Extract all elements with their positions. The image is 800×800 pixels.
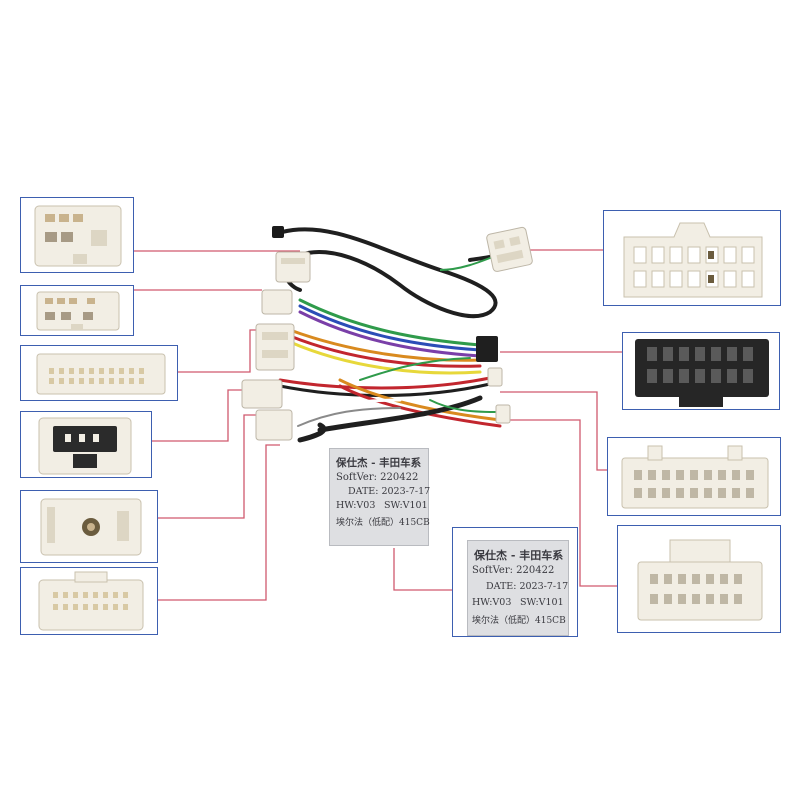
module-hw: HW:V03	[336, 500, 376, 511]
connector-illustration	[36, 291, 120, 331]
leader-line-right-3	[500, 391, 607, 471]
zoom-hw: HW:V03	[472, 597, 512, 608]
module-model: 埃尔法（低配）415CB	[336, 518, 430, 528]
leader-line-left-4	[152, 389, 246, 442]
connector-illustration	[637, 539, 763, 621]
white-plug-right-1	[487, 367, 503, 387]
white-plug-4	[241, 379, 283, 409]
black-plug-right	[476, 336, 498, 362]
left-connector-4	[20, 411, 152, 478]
connector-illustration	[38, 417, 132, 475]
connector-illustration	[621, 445, 769, 509]
left-connector-3	[20, 345, 178, 401]
leader-line-left-3	[178, 329, 266, 373]
black-cable	[280, 227, 502, 319]
white-plug-right-2	[495, 404, 511, 424]
white-plug-2	[261, 289, 293, 315]
obd-connector	[603, 210, 781, 306]
connector-illustration	[38, 571, 144, 631]
connector-illustration	[36, 353, 166, 395]
zoom-sw: SW:V101	[520, 597, 564, 608]
module-label-zoom: 保仕杰 - 丰田车系 SoftVer: 220422 DATE: 2023-7-…	[467, 540, 569, 636]
zoom-brand-line: 保仕杰 - 丰田车系	[474, 549, 564, 562]
module-brand-line: 保仕杰 - 丰田车系	[336, 457, 422, 469]
connector-illustration	[635, 339, 769, 407]
left-connector-2	[20, 285, 134, 336]
white-plug-5	[255, 409, 293, 441]
zoom-model: 埃尔法（低配）415CB	[472, 616, 566, 626]
connector-illustration	[623, 222, 763, 298]
left-connector-5	[20, 490, 158, 563]
module-label-callout: 保仕杰 - 丰田车系 SoftVer: 220422 DATE: 2023-7-…	[452, 527, 578, 637]
leader-lines	[134, 249, 622, 601]
left-connector-1	[20, 197, 134, 273]
module-date: DATE: 2023-7-17	[348, 486, 431, 497]
connector-illustration	[40, 498, 142, 556]
module-softver: SoftVer: 220422	[336, 472, 419, 483]
white-20pin-connector-a	[607, 437, 781, 516]
white-plug-3	[255, 323, 295, 371]
zoom-date: DATE: 2023-7-17	[486, 581, 569, 592]
leader-line-left-6	[158, 444, 280, 601]
module-label: 保仕杰 - 丰田车系 SoftVer: 220422 DATE: 2023-7-…	[329, 448, 431, 546]
left-connector-6	[20, 567, 158, 635]
zoom-softver: SoftVer: 220422	[472, 565, 555, 576]
white-20pin-connector-b	[617, 525, 781, 633]
leader-line-left-5	[158, 414, 260, 519]
black-16pin-connector	[622, 332, 780, 410]
connector-illustration	[34, 205, 122, 267]
module-sw: SW:V101	[384, 500, 428, 511]
leader-line-module	[393, 548, 452, 591]
wire-bundle	[278, 298, 502, 443]
leader-line-right-4	[505, 419, 617, 587]
white-plug-1	[275, 251, 311, 283]
black-plug	[272, 226, 284, 238]
white-plug-top	[486, 226, 533, 272]
